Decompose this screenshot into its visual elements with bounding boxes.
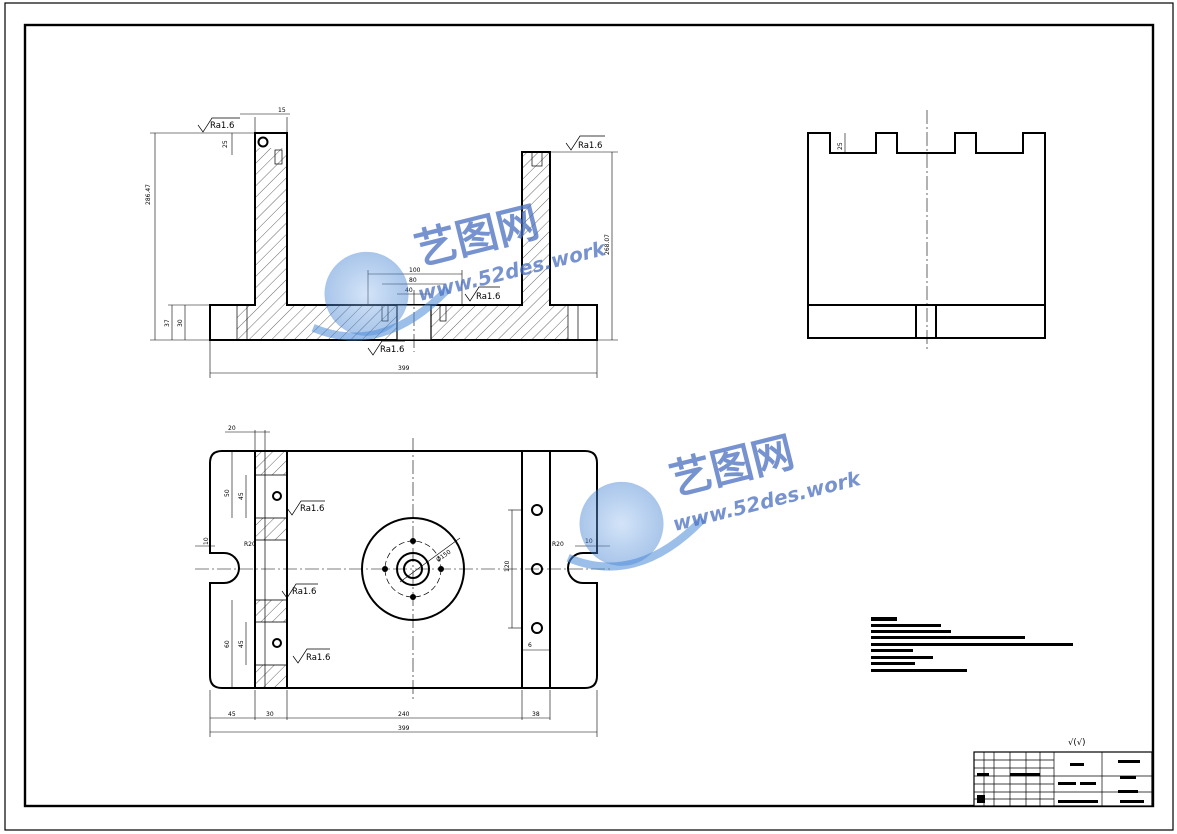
plan-view: Ø150 50 45 60 45 10 R20 R20 120 6 10 20: [195, 425, 612, 737]
technical-notes: [871, 617, 1073, 672]
plan-left-post-hole-upper: [272, 491, 282, 501]
dim-slot-radius-left: R20: [244, 541, 256, 548]
plan-left-post-hatch-low: [254, 599, 288, 623]
dim-bottom-38: 38: [532, 711, 540, 718]
roughness-symbol: Ra1.6: [281, 583, 318, 599]
roughness-symbol: Ra1.6: [197, 117, 240, 133]
dim-side-slot: 25: [837, 142, 844, 150]
front-left-foot-hole: [236, 304, 248, 341]
dim-center-small: 40: [405, 287, 413, 294]
svg-text:Ra1.6: Ra1.6: [476, 292, 500, 302]
front-center-pin-right: [439, 304, 447, 322]
dim-left-upper-inner: 45: [238, 492, 245, 500]
dim-center-span: 100: [409, 267, 421, 274]
dim-slot-radius-right: R20: [552, 541, 564, 548]
plan-view-outline: [209, 450, 598, 689]
front-right-foot-hole: [567, 304, 579, 341]
inner-border: [23, 23, 1155, 808]
dim-slot-width: 10: [203, 537, 210, 545]
plan-left-post-hatch-mid: [254, 517, 288, 541]
dim-right-span: 120: [504, 560, 511, 572]
dim-left-upper-outer: 50: [224, 489, 231, 497]
dim-bottom-45: 45: [228, 711, 236, 718]
side-view: 25: [807, 110, 1046, 350]
roughness-symbol: Ra1.6: [367, 340, 405, 356]
watermark-globe-icon: [324, 251, 409, 336]
title-block: √(√): [973, 738, 1153, 807]
dim-bottom-30: 30: [266, 711, 274, 718]
dim-center-mid: 80: [409, 277, 417, 284]
dim-base-outer: 37: [164, 319, 171, 327]
front-left-post-slot: [274, 149, 283, 165]
plan-left-post-hatch-top: [254, 450, 288, 476]
dim-bottom-240: 240: [398, 711, 410, 718]
watermark-logo: 艺图网 www.52des.work: [311, 197, 609, 341]
front-right-post-slot: [531, 151, 543, 167]
roughness-symbol: Ra1.6: [286, 500, 325, 516]
svg-text:Ra1.6: Ra1.6: [210, 121, 234, 131]
dim-right-small: 6: [528, 642, 532, 649]
front-top-hole: [257, 136, 269, 148]
dim-right-height: 268.07: [604, 234, 611, 255]
roughness-symbol: Ra1.6: [565, 135, 605, 151]
svg-text:Ra1.6: Ra1.6: [300, 504, 324, 514]
outer-border: [4, 2, 1174, 831]
plan-left-post-hole-lower: [272, 638, 282, 648]
dim-plan-overall: 399: [398, 725, 410, 732]
dim-left-height: 286.47: [145, 184, 152, 205]
general-roughness: √(√): [1068, 738, 1085, 748]
roughness-symbol: Ra1.6: [464, 286, 500, 302]
plan-left-post-hatch-bottom: [254, 664, 288, 689]
dim-front-overall: 399: [398, 365, 410, 372]
roughness-symbol: Ra1.6: [292, 648, 330, 664]
svg-text:Ra1.6: Ra1.6: [292, 587, 316, 597]
watermark-globe-icon: [579, 481, 664, 566]
front-view-hatch: [237, 148, 568, 340]
dim-circle-diameter: Ø150: [435, 549, 452, 564]
side-center-slot: [915, 304, 937, 339]
front-section-view: 286.47 37 30 268.07 399 15 25 100 80 40 …: [145, 107, 618, 378]
plan-right-hole-top: [531, 504, 543, 516]
side-view-outline: [807, 132, 1046, 339]
dim-top-width: 15: [278, 107, 286, 114]
dim-left-lower-outer: 60: [224, 640, 231, 648]
svg-text:Ra1.6: Ra1.6: [306, 653, 330, 663]
svg-text:Ra1.6: Ra1.6: [578, 141, 602, 151]
dim-base-inner: 30: [177, 319, 184, 327]
dim-left-lower-inner: 45: [238, 640, 245, 648]
plan-right-hole-bottom: [531, 622, 543, 634]
dim-top-depth: 25: [222, 140, 229, 148]
watermark-logo: 艺图网 www.52des.work: [566, 427, 864, 571]
svg-text:Ra1.6: Ra1.6: [380, 345, 404, 355]
dim-top-callout: 20: [228, 425, 236, 432]
